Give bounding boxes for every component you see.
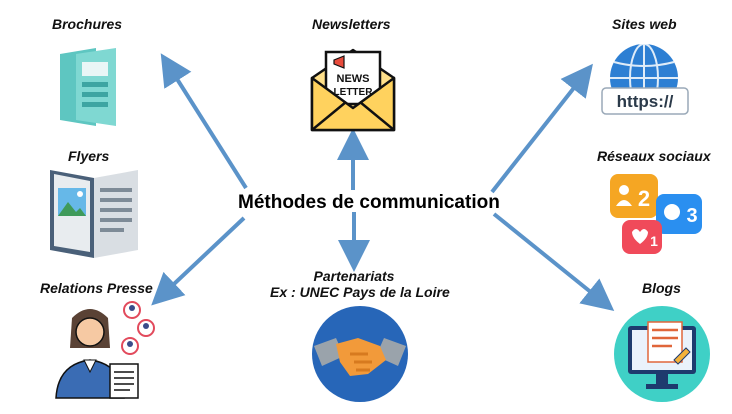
arrow-to-brochures [160,53,248,190]
blogs-label: Blogs [642,280,681,296]
arrow-to-relations-presse [151,216,246,306]
partenariats-label: Partenariats Ex : UNEC Pays de la Loire [270,268,450,300]
social-icon: 2 3 1 [610,174,702,254]
handshake-icon [312,306,408,402]
brochure-icon [60,48,116,126]
press-relations-icon [55,301,155,399]
newsletter-text-2: LETTER [334,87,374,98]
relations-presse-label: Relations Presse [40,280,153,296]
arrow-to-sites-web [490,63,593,194]
globe-icon: https:// [601,43,689,115]
sites-web-label: Sites web [612,16,677,32]
partenariats-line2: Ex : UNEC Pays de la Loire [270,284,450,300]
arrow-to-blogs [492,212,615,312]
badge-right-number: 3 [686,205,697,227]
badge-left-number: 2 [638,186,650,211]
blog-icon [614,306,710,402]
flyer-icon [50,170,138,258]
badge-heart-number: 1 [650,233,658,249]
center-title: Méthodes de communication [238,192,500,213]
newsletters-label: Newsletters [312,16,391,32]
flyers-label: Flyers [68,148,110,164]
reseaux-sociaux-label: Réseaux sociaux [597,148,711,164]
url-text: https:// [617,92,674,111]
partenariats-line1: Partenariats [313,268,395,284]
newsletter-icon: NEWS LETTER [310,48,396,132]
brochures-label: Brochures [52,16,123,32]
newsletter-text-1: NEWS [337,73,370,85]
